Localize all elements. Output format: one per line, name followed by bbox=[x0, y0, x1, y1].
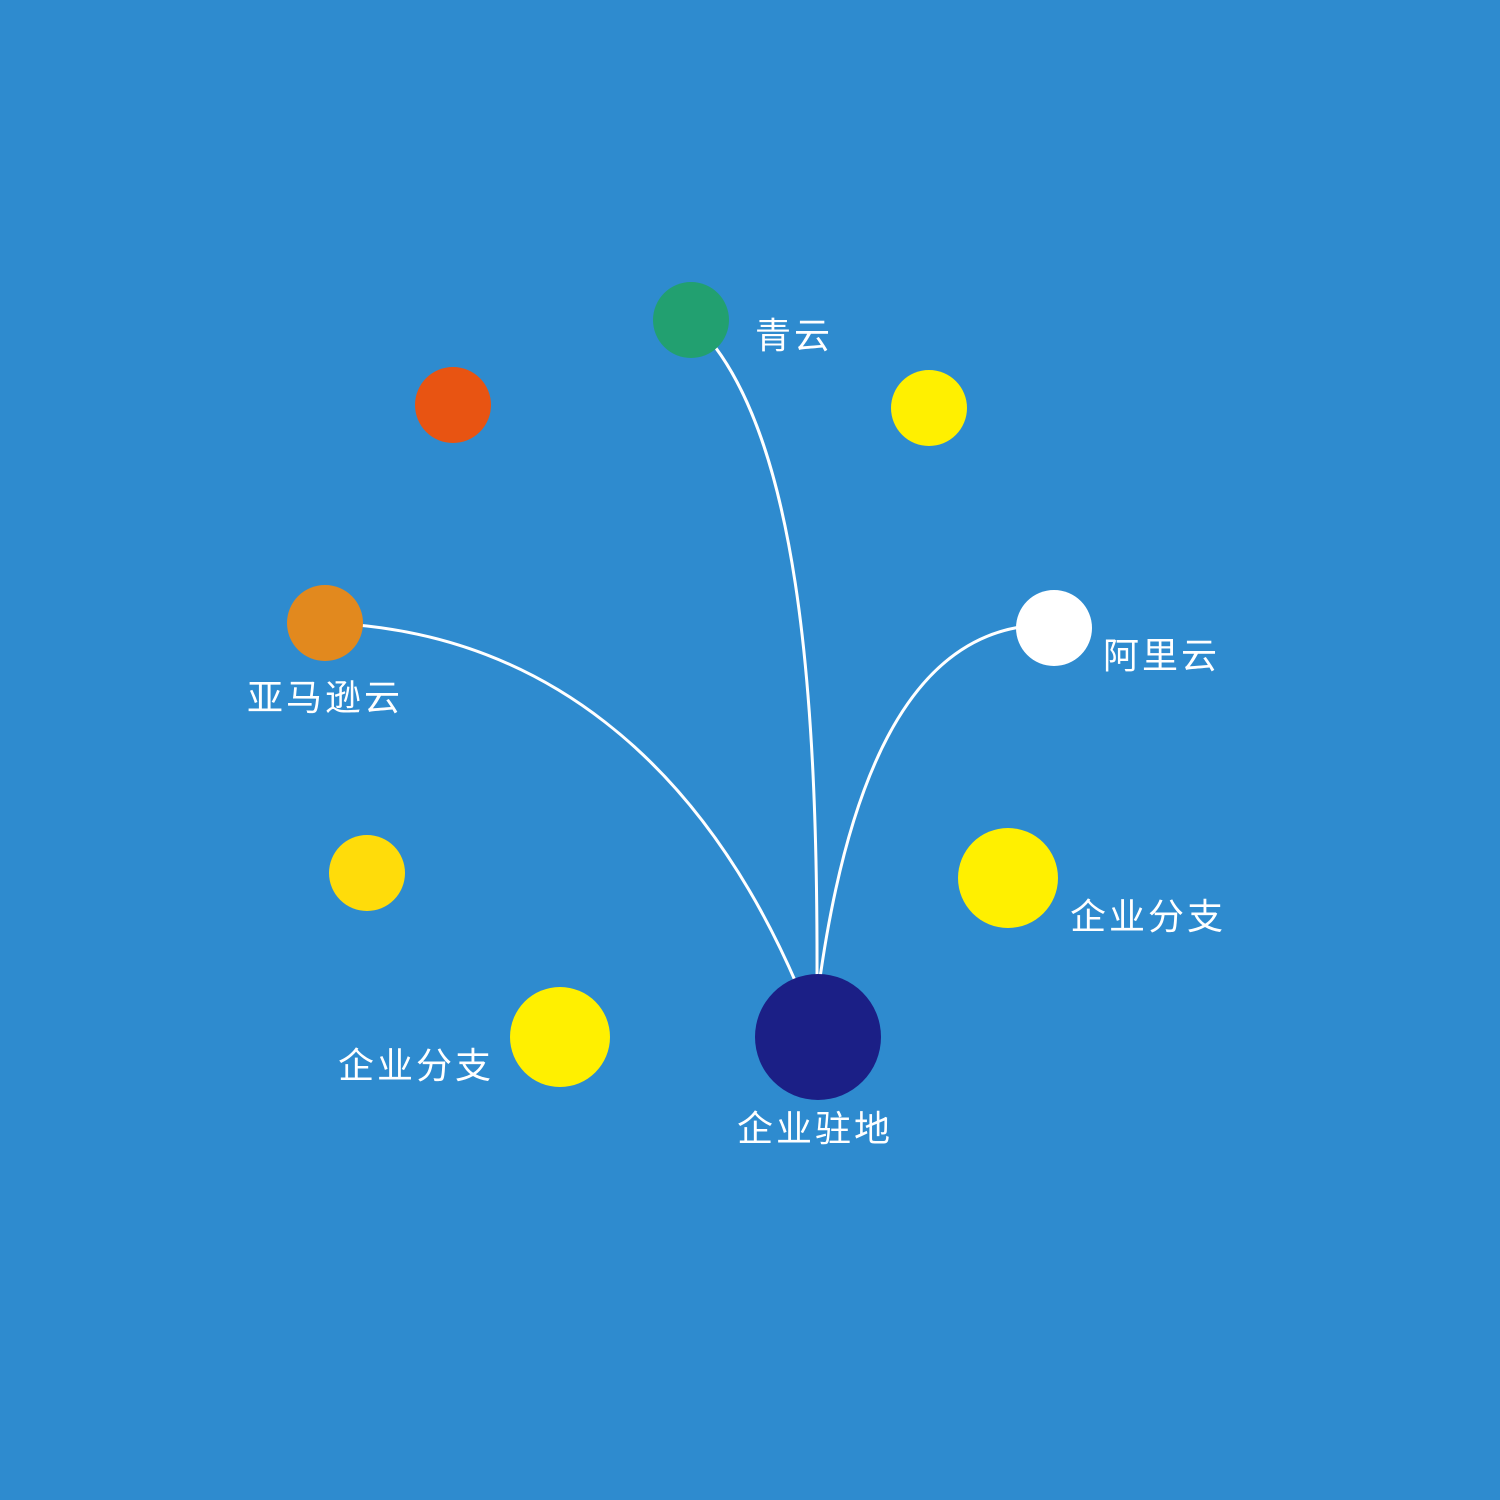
label-qingcloud: 青云 bbox=[755, 316, 833, 357]
label-branch-right: 企业分支 bbox=[1070, 897, 1226, 938]
dot-yellow-top bbox=[891, 370, 967, 446]
dot-yellow-left bbox=[329, 835, 405, 911]
node-branch-left bbox=[510, 987, 610, 1087]
node-qingcloud bbox=[653, 282, 729, 358]
link-aliyun-to-hq bbox=[817, 623, 1055, 986]
label-aliyun: 阿里云 bbox=[1103, 636, 1220, 677]
label-branch-left: 企业分支 bbox=[338, 1046, 494, 1087]
link-aws-to-hq bbox=[324, 621, 799, 986]
link-qingcloud-to-hq bbox=[689, 318, 819, 986]
dot-red bbox=[415, 367, 491, 443]
node-branch-right bbox=[958, 828, 1058, 928]
node-aliyun bbox=[1016, 590, 1092, 666]
node-aws bbox=[287, 585, 363, 661]
label-hq: 企业驻地 bbox=[737, 1109, 893, 1150]
label-aws: 亚马逊云 bbox=[247, 678, 403, 719]
node-hq bbox=[755, 974, 881, 1100]
